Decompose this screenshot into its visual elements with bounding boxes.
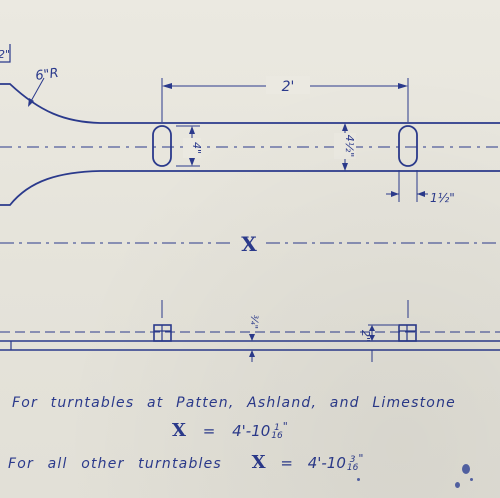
ink-blot	[357, 478, 360, 481]
spacing-arrow-left	[162, 83, 172, 89]
width-arrow-top	[342, 123, 348, 131]
ink-blot	[462, 464, 470, 474]
equation-2-den: 16	[346, 462, 359, 473]
equation-1-equals: =	[202, 422, 216, 440]
right-slot	[398, 125, 418, 167]
slot-arrow-top	[189, 126, 195, 134]
left-cut-label: 2"	[0, 48, 10, 61]
equation-1-var: X	[172, 420, 186, 441]
note-line-1-text: For turntables at Patten, Ashland, and L…	[12, 395, 456, 411]
equation-2-equals: =	[280, 454, 293, 472]
equation-2-unit: "	[358, 452, 364, 465]
equation-2-num: 3	[349, 454, 356, 465]
block-height-label: ¾"	[248, 315, 259, 329]
radius-arrow	[28, 98, 34, 107]
equation-2-whole: 4'-10	[307, 454, 346, 472]
block-h-arrow-bottom	[249, 350, 255, 357]
gap-arrow-bottom	[369, 335, 375, 341]
slot-arrow-bottom	[189, 158, 195, 166]
spacing-label: 2'	[282, 79, 295, 95]
equation-1-unit: "	[282, 420, 288, 433]
slot-width-label: 1½"	[430, 191, 455, 205]
bar-width-label: 4½"	[343, 135, 356, 158]
bar-bottom-edge	[0, 170, 500, 206]
slotw-arrow-right	[417, 191, 425, 197]
block-h-arrow-top	[249, 334, 255, 341]
left-slot	[152, 125, 172, 167]
note-line-1: For turntables at Patten, Ashland, and L…	[12, 395, 456, 411]
slot-length-label: 4"	[190, 142, 203, 154]
gap-label: 2"	[359, 330, 372, 342]
width-label-bg	[334, 133, 356, 159]
spacing-arrow-right	[398, 83, 408, 89]
note-line-3-text: For all other turntables	[8, 456, 222, 472]
section-line: X	[0, 232, 500, 256]
radius-leader	[29, 77, 45, 104]
plan-view: 2' 4" 4½" 1½" 6"R	[0, 44, 500, 206]
left-cut-dim	[0, 44, 11, 63]
ink-blot	[470, 478, 473, 481]
radius-label: 6"R	[34, 66, 59, 84]
equation-1-den: 16	[271, 430, 283, 441]
section-label: X	[241, 232, 257, 256]
equation-1-num: 1	[274, 422, 280, 433]
equation-2-var: X	[251, 452, 266, 473]
spacing-label-bg	[266, 76, 310, 94]
gap-arrow-top	[369, 325, 375, 331]
width-arrow-bottom	[342, 163, 348, 171]
slotw-arrow-left	[391, 191, 399, 197]
slot-label-bg	[183, 138, 201, 158]
equation-1-whole: 4'-10	[232, 422, 271, 440]
bar-top-edge	[0, 83, 500, 124]
ink-blot	[455, 482, 460, 488]
elevation-view: ¾" 2"	[0, 300, 500, 362]
